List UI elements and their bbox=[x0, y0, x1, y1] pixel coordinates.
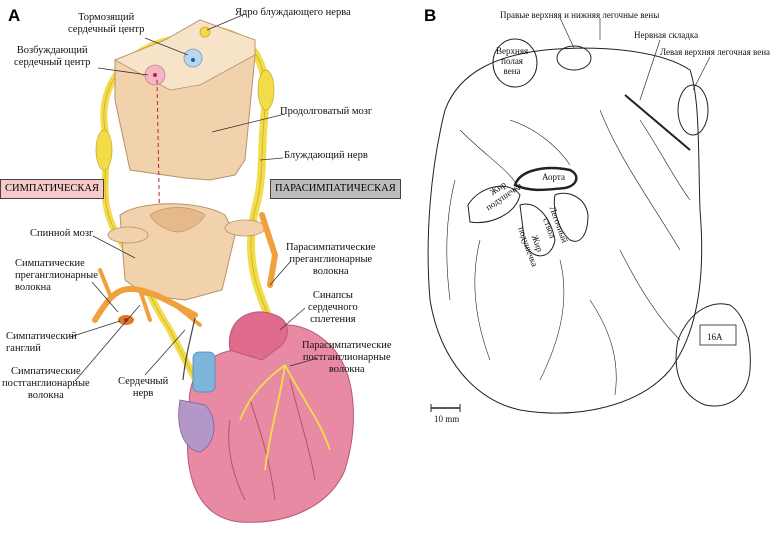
label-nerve-fold: Нервная складка bbox=[634, 30, 699, 40]
sympathetic-chain-2 bbox=[98, 268, 202, 327]
panel-b-illustration bbox=[427, 38, 751, 414]
right-pulmonary-vein-ring bbox=[556, 45, 592, 71]
sympathetic-label-box: СИМПАТИЧЕСКАЯ bbox=[0, 179, 104, 199]
aorta-outline bbox=[513, 166, 578, 192]
coronary-vessels bbox=[228, 379, 316, 501]
cardiac-plexus-fibers bbox=[239, 364, 331, 471]
label-right-pulmonary-veins: Правые верхняя и нижняя легочные вены bbox=[500, 10, 660, 20]
label-para-preganglionic: Парасимпатические преганглионарные волок… bbox=[286, 242, 376, 277]
panel-b-leader-lines bbox=[559, 17, 711, 101]
vagus-ganglion-right bbox=[257, 69, 275, 111]
label-excitatory-center: Возбуждающий сердечный центр bbox=[14, 45, 91, 68]
label-para-postganglionic: Парасимпатические постганглионарные воло… bbox=[302, 340, 392, 375]
panel-b-letter: B bbox=[424, 6, 437, 25]
label-vagus-nucleus: Ядро блуждающего нерва bbox=[235, 7, 351, 18]
aortic-arch bbox=[228, 311, 288, 361]
inhibitory-center-dot bbox=[191, 58, 195, 62]
panel-a-leader-lines bbox=[69, 13, 319, 382]
label-spinal-cord: Спинной мозг bbox=[30, 228, 94, 239]
sympathetic-ganglion-dot bbox=[124, 318, 128, 322]
label-inset: 16A bbox=[707, 332, 723, 342]
spinal-nerve-root-right bbox=[224, 219, 266, 237]
left-superior-pulmonary-vein-ring bbox=[677, 84, 709, 136]
heart-left-atrium bbox=[178, 399, 215, 453]
spinal-nerve-root-left bbox=[107, 226, 149, 244]
sympathetic-chain-right bbox=[259, 212, 279, 288]
spinal-cord-segment bbox=[119, 203, 236, 301]
label-inhibitory-center: Тормозящий сердечный центр bbox=[68, 12, 145, 35]
label-left-superior-pulmonary-vein: Левая верхняя легочная вена bbox=[660, 47, 771, 57]
label-cardiac-plexus-synapses: Синапсы сердечного сплетения bbox=[308, 290, 358, 325]
label-superior-vena-cava: Верхняя полая вена bbox=[496, 46, 529, 76]
label-symp-ganglion: Симпатический ганглий bbox=[6, 331, 77, 354]
label-symp-postganglionic: Симпатические постганглионарные волокна bbox=[2, 366, 90, 401]
label-symp-preganglionic: Симпатические преганглионарные волокна bbox=[15, 258, 98, 293]
label-aorta: Аорта bbox=[542, 172, 565, 182]
label-vagus-nerve: Блуждающий нерв bbox=[284, 150, 368, 161]
label-cardiac-nerve: Сердечный нерв bbox=[118, 376, 169, 399]
parasympathetic-label-box: ПАРАСИМПАТИЧЕСКАЯ bbox=[270, 179, 401, 199]
panel-a-illustration bbox=[92, 19, 354, 523]
epicardial-nerves bbox=[446, 109, 691, 396]
spinal-cord-gray-matter bbox=[149, 207, 206, 233]
label-scale-bar: 10 mm bbox=[434, 414, 460, 424]
cardiac-nerve-line bbox=[182, 317, 196, 381]
panel-a-letter: A bbox=[8, 6, 21, 25]
vagus-ganglion-left bbox=[95, 129, 113, 171]
vagus-nucleus-marker bbox=[199, 26, 211, 38]
pulmonary-trunk-outline bbox=[553, 192, 589, 242]
nerve-fold-line bbox=[624, 94, 691, 151]
fat-pad-left-outline bbox=[467, 185, 521, 224]
fat-pad-right-outline bbox=[519, 203, 556, 257]
superior-vena-cava-ring bbox=[492, 38, 538, 88]
inset-highlight-box bbox=[699, 324, 737, 346]
excitatory-center-dot bbox=[153, 73, 157, 77]
superior-vena-cava-vessel bbox=[192, 351, 216, 393]
label-medulla: Продолговатый мозг bbox=[280, 106, 373, 117]
inset-heart-outline bbox=[675, 303, 751, 407]
